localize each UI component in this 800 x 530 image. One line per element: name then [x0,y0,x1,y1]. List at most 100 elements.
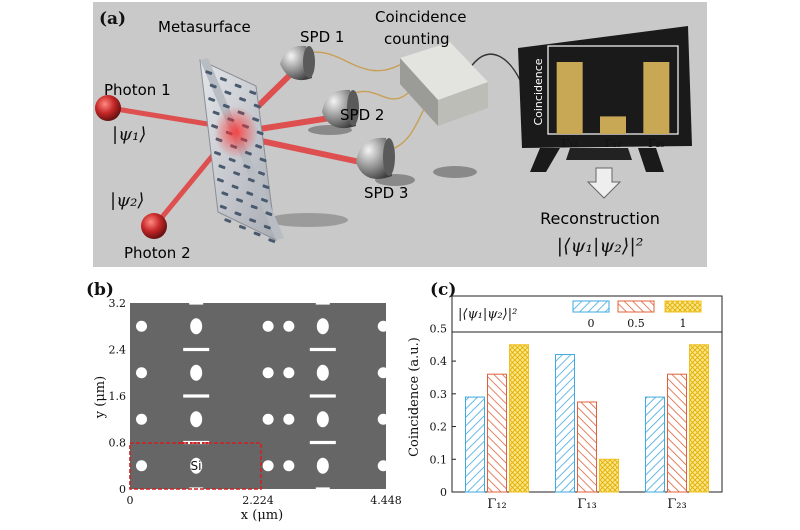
panel-b-xtick-label: 4.448 [370,494,402,507]
coincidence-counting-label-1: Coincidence [375,8,466,26]
layout-pillar-bar [315,487,330,491]
chart-bar [689,344,709,493]
metasurface-pillar [221,191,229,197]
metasurface-pillar [219,204,227,210]
coincidence-counting-label-2: counting [384,30,450,48]
coincidence-counter-box [400,42,488,126]
chart-bar [667,373,687,493]
layout-pillar-round [262,413,274,425]
layout-pillar-elliptic [190,318,203,335]
chart-legend-entry: 0 [588,317,595,330]
panel-b-xtick-label: 2.224 [242,494,274,507]
chart-category-label: Γ₁₃ [577,497,596,512]
layout-pillar-elliptic [190,457,203,474]
photon2-sphere [141,213,167,239]
metasurface-label: Metasurface [158,18,251,36]
chart-bar [645,396,665,493]
chart-legend-swatch [572,300,610,313]
layout-pillar-round [262,460,274,472]
chart-ytick-label: 0 [440,486,447,499]
panel-b-ytick-label: 0.8 [109,437,127,450]
spd2-detector [322,89,359,129]
metasurface-pillar [263,224,271,230]
metasurface-pillar [265,211,273,217]
reconstruction-formula: |⟨ψ₁|ψ₂⟩|² [557,235,644,257]
layout-pillar-round [283,413,295,425]
metasurface-pillar [224,90,232,96]
unit-cell-si-label: Si [191,459,202,473]
chart-category-label: Γ₁₂ [487,497,506,512]
metasurface-pillar [260,197,268,203]
photon1-label: Photon 1 [104,81,171,99]
metasurface-pillar [259,157,267,163]
chart-legend-swatch [664,300,702,313]
monitor-bar-label: Γ₁₂ [561,137,577,150]
metasurface-pillar [238,224,246,230]
chart-bar [465,396,485,493]
layout-pillar-round [377,367,389,379]
metasurface-pillar [233,171,241,176]
metasurface-pillar [208,97,216,102]
chart-category-label: Γ₂₃ [667,497,686,512]
monitor-bar [600,116,626,134]
layout-pillar-elliptic [190,364,203,381]
metasurface-pillar [257,171,266,176]
layout-pillar-elliptic [316,364,329,381]
metasurface-pillar [222,103,230,109]
chart-bar [487,373,507,493]
photon1-sphere [95,95,121,121]
metasurface-pillar [268,238,276,243]
metasurface-pillar [250,204,258,210]
metasurface-layout [130,303,386,489]
layout-pillar-bar [183,394,210,398]
spd1-label: SPD 1 [300,28,344,46]
chart-bar [555,354,575,493]
chart-ytick-label: 0.3 [430,388,448,401]
chart-legend-entry: 1 [680,317,687,330]
panel-c-label: (c) [430,280,456,300]
metasurface-pillar [209,83,217,89]
panel-b-ytick-label: 3.2 [109,297,127,310]
metasurface-pillar [224,218,232,223]
chart-bar [599,458,619,493]
layout-pillar-elliptic [316,457,329,474]
monitor-ylabel: Coincidence [532,58,545,125]
metasurface-pillar [231,184,239,190]
metasurface-pillar [249,90,257,95]
layout-pillar-round [262,367,274,379]
reconstruction-arrow [586,167,622,199]
panel-b-ylabel: y (μm) [93,376,108,419]
layout-pillar-elliptic [316,318,329,335]
panel-b-ytick-label: 2.4 [109,344,127,357]
metasurface-pillar [216,177,224,183]
metasurface-pillar [255,144,263,149]
metasurface-pillar [256,130,264,136]
panel-b-xtick-label: 0 [127,494,134,507]
layout-pillar-bar [309,347,336,352]
chart-legend-entry: 0.5 [627,317,645,330]
chart-bar [509,344,529,493]
layout-pillar-round [377,413,389,425]
metasurface-pillar [236,198,244,203]
monitor-bar-label: Γ₂₃ [648,137,664,150]
spd3-detector [356,137,395,179]
panel-a-label: (a) [99,9,126,29]
metasurface-hotspot [214,106,258,158]
chart-legend-swatch [617,300,655,313]
metasurface-pillar [246,191,254,196]
psi1-ket: |ψ₁⟩ [112,124,146,145]
reconstruction-label: Reconstruction [540,209,660,228]
chart-legend-title: |⟨ψ₁|ψ₂⟩|² [458,307,517,322]
chart-ytick-label: 0.2 [430,421,448,434]
layout-pillar-round [136,367,148,379]
monitor-bar-label: Γ₁₃ [605,137,621,150]
layout-pillar-round [283,367,295,379]
metasurface-pillar [253,103,261,109]
layout-pillar-round [377,460,389,472]
metasurface-pillar [262,184,270,190]
photon2-label: Photon 2 [124,244,191,262]
layout-pillar-elliptic [190,411,203,428]
metasurface-pillar [213,151,222,156]
